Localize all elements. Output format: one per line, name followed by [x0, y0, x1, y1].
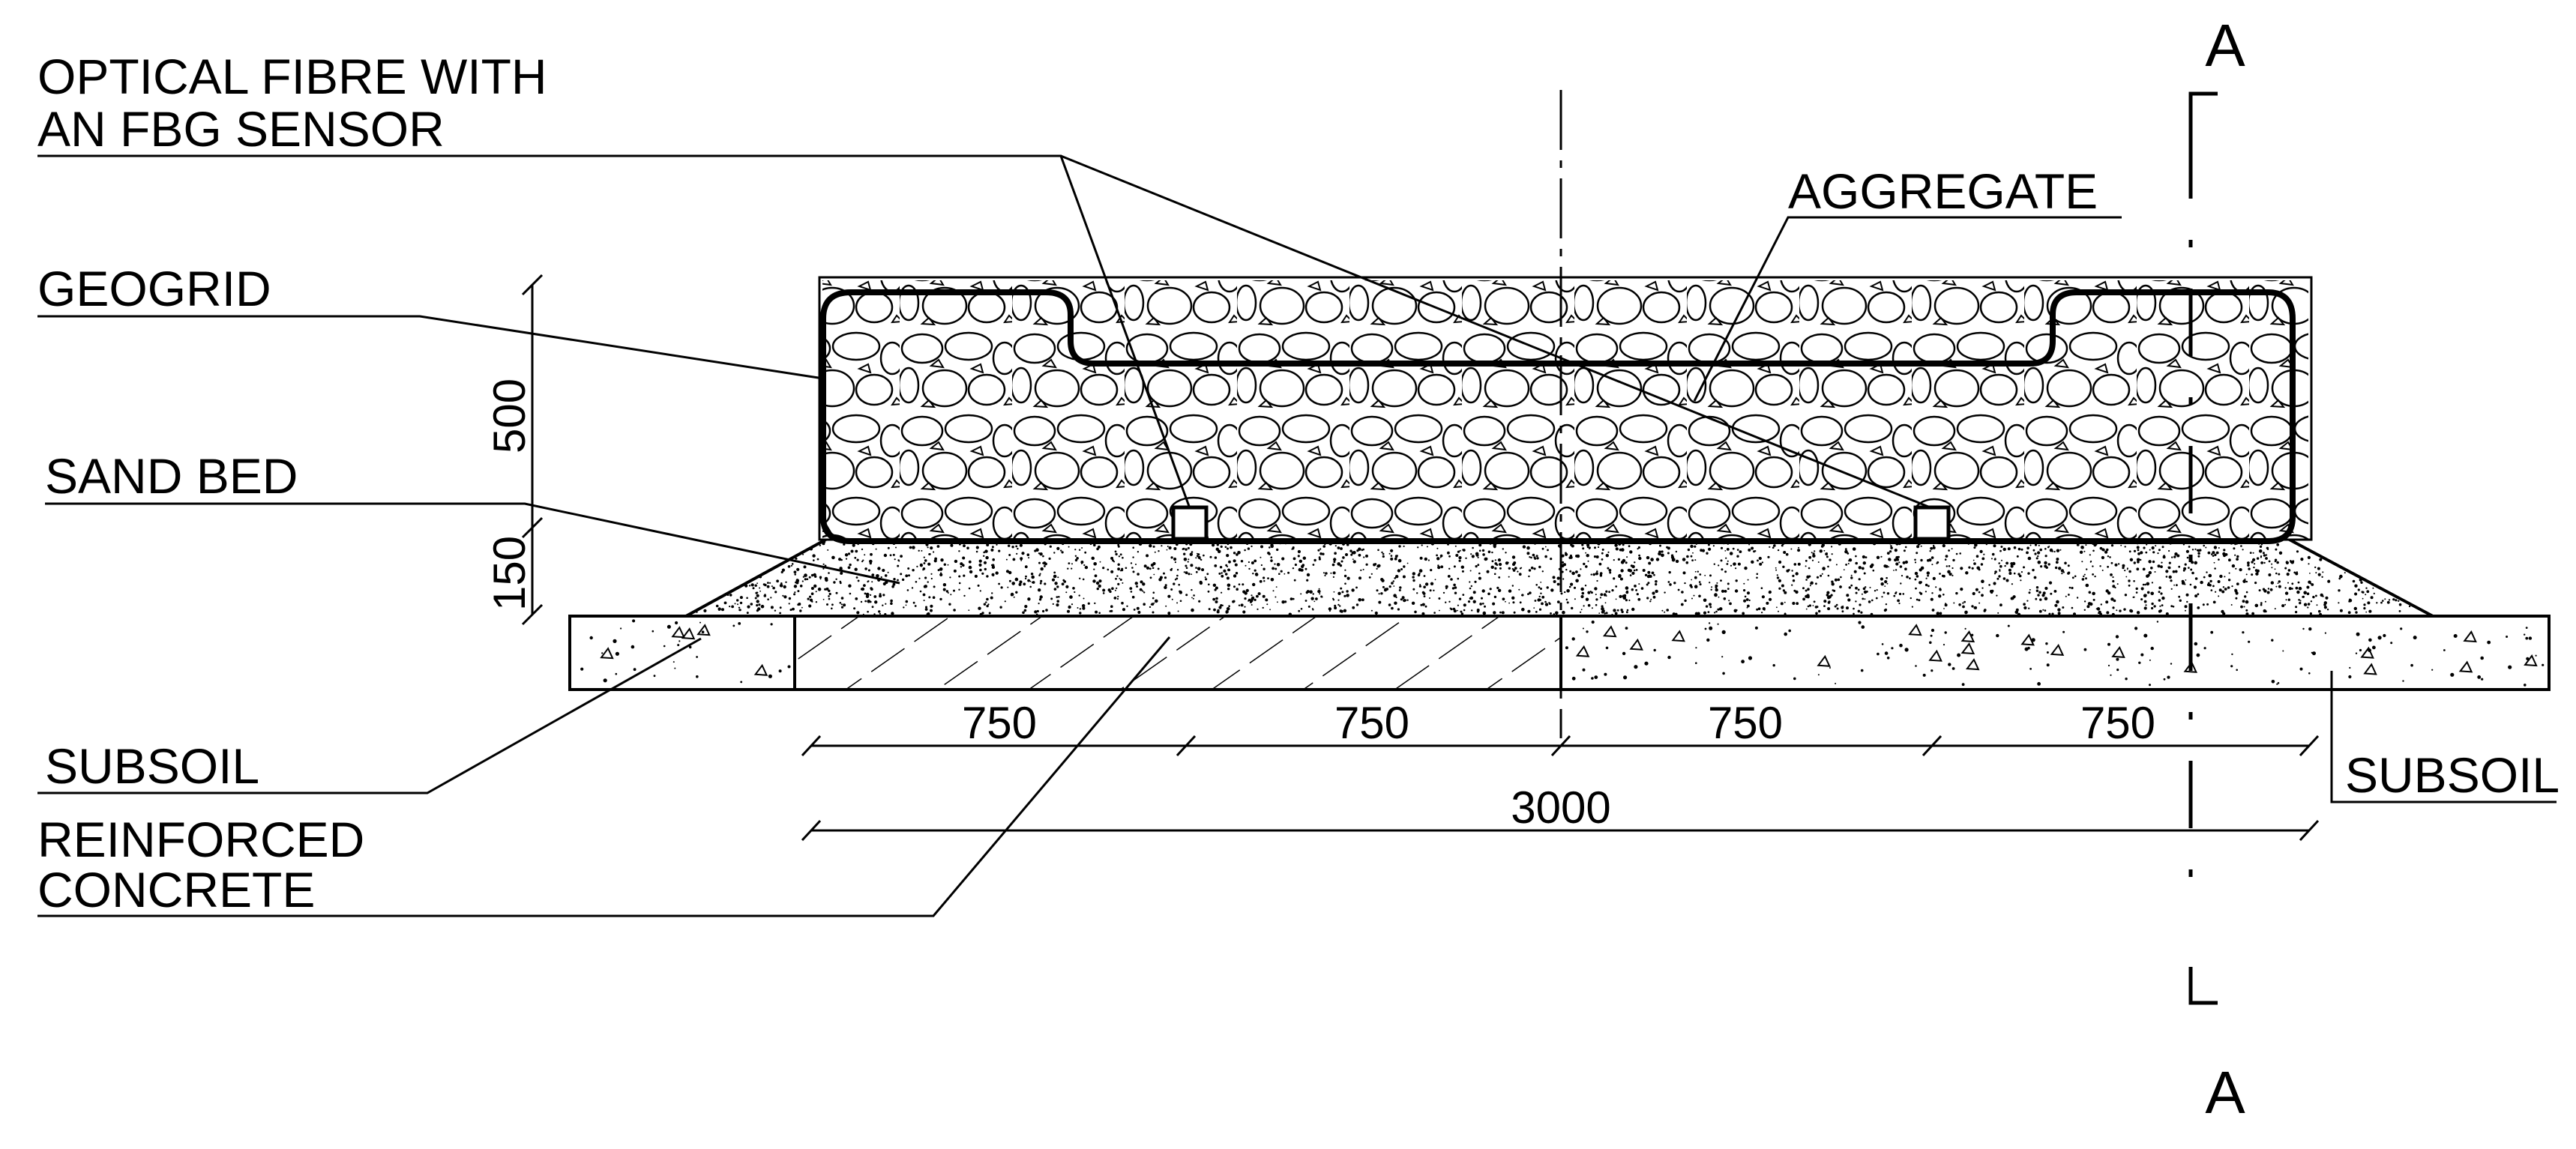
label-optical-fibre-line2: AN FBG SENSOR [37, 101, 445, 157]
label-sand-bed: SAND BED [45, 448, 298, 504]
section-line-a-a [2188, 91, 2218, 1005]
sand-bed-layer [685, 537, 2434, 618]
dimension-segment-3: 750 [1708, 698, 1783, 748]
section-marker-bottom: A [2205, 1059, 2245, 1126]
label-subsoil-left: SUBSOIL [45, 738, 259, 794]
fbg-sensor-box-right [1913, 505, 1951, 541]
section-marker-top: A [2205, 12, 2245, 79]
aggregate-stones [822, 280, 2308, 540]
reinforced-concrete-block [793, 615, 1562, 691]
dimension-segment-4: 750 [2080, 698, 2155, 748]
label-reinforced-line1: REINFORCED [37, 812, 364, 867]
vertical-dimension-line [521, 274, 544, 626]
dimension-segment-2: 750 [1334, 698, 1409, 748]
dimension-sand-height: 150 [484, 536, 535, 611]
dimension-segment-1: 750 [962, 698, 1037, 748]
fbg-sensor-box-left [1171, 505, 1209, 541]
subsoil-speckle [580, 619, 2545, 687]
dimension-total: 3000 [1511, 782, 1610, 833]
label-subsoil-right: SUBSOIL [2345, 747, 2560, 803]
label-reinforced-line2: CONCRETE [37, 862, 315, 917]
label-optical-fibre-line1: OPTICAL FIBRE WITH [37, 49, 547, 104]
sand-speckle [696, 540, 2411, 617]
geogrid-wrap [820, 289, 2296, 544]
leader-lines [37, 154, 2557, 917]
dimension-lines [801, 735, 2320, 842]
label-aggregate: AGGREGATE [1788, 163, 2098, 219]
label-geogrid: GEOGRID [37, 261, 271, 316]
dimension-aggregate-height: 500 [484, 379, 535, 453]
